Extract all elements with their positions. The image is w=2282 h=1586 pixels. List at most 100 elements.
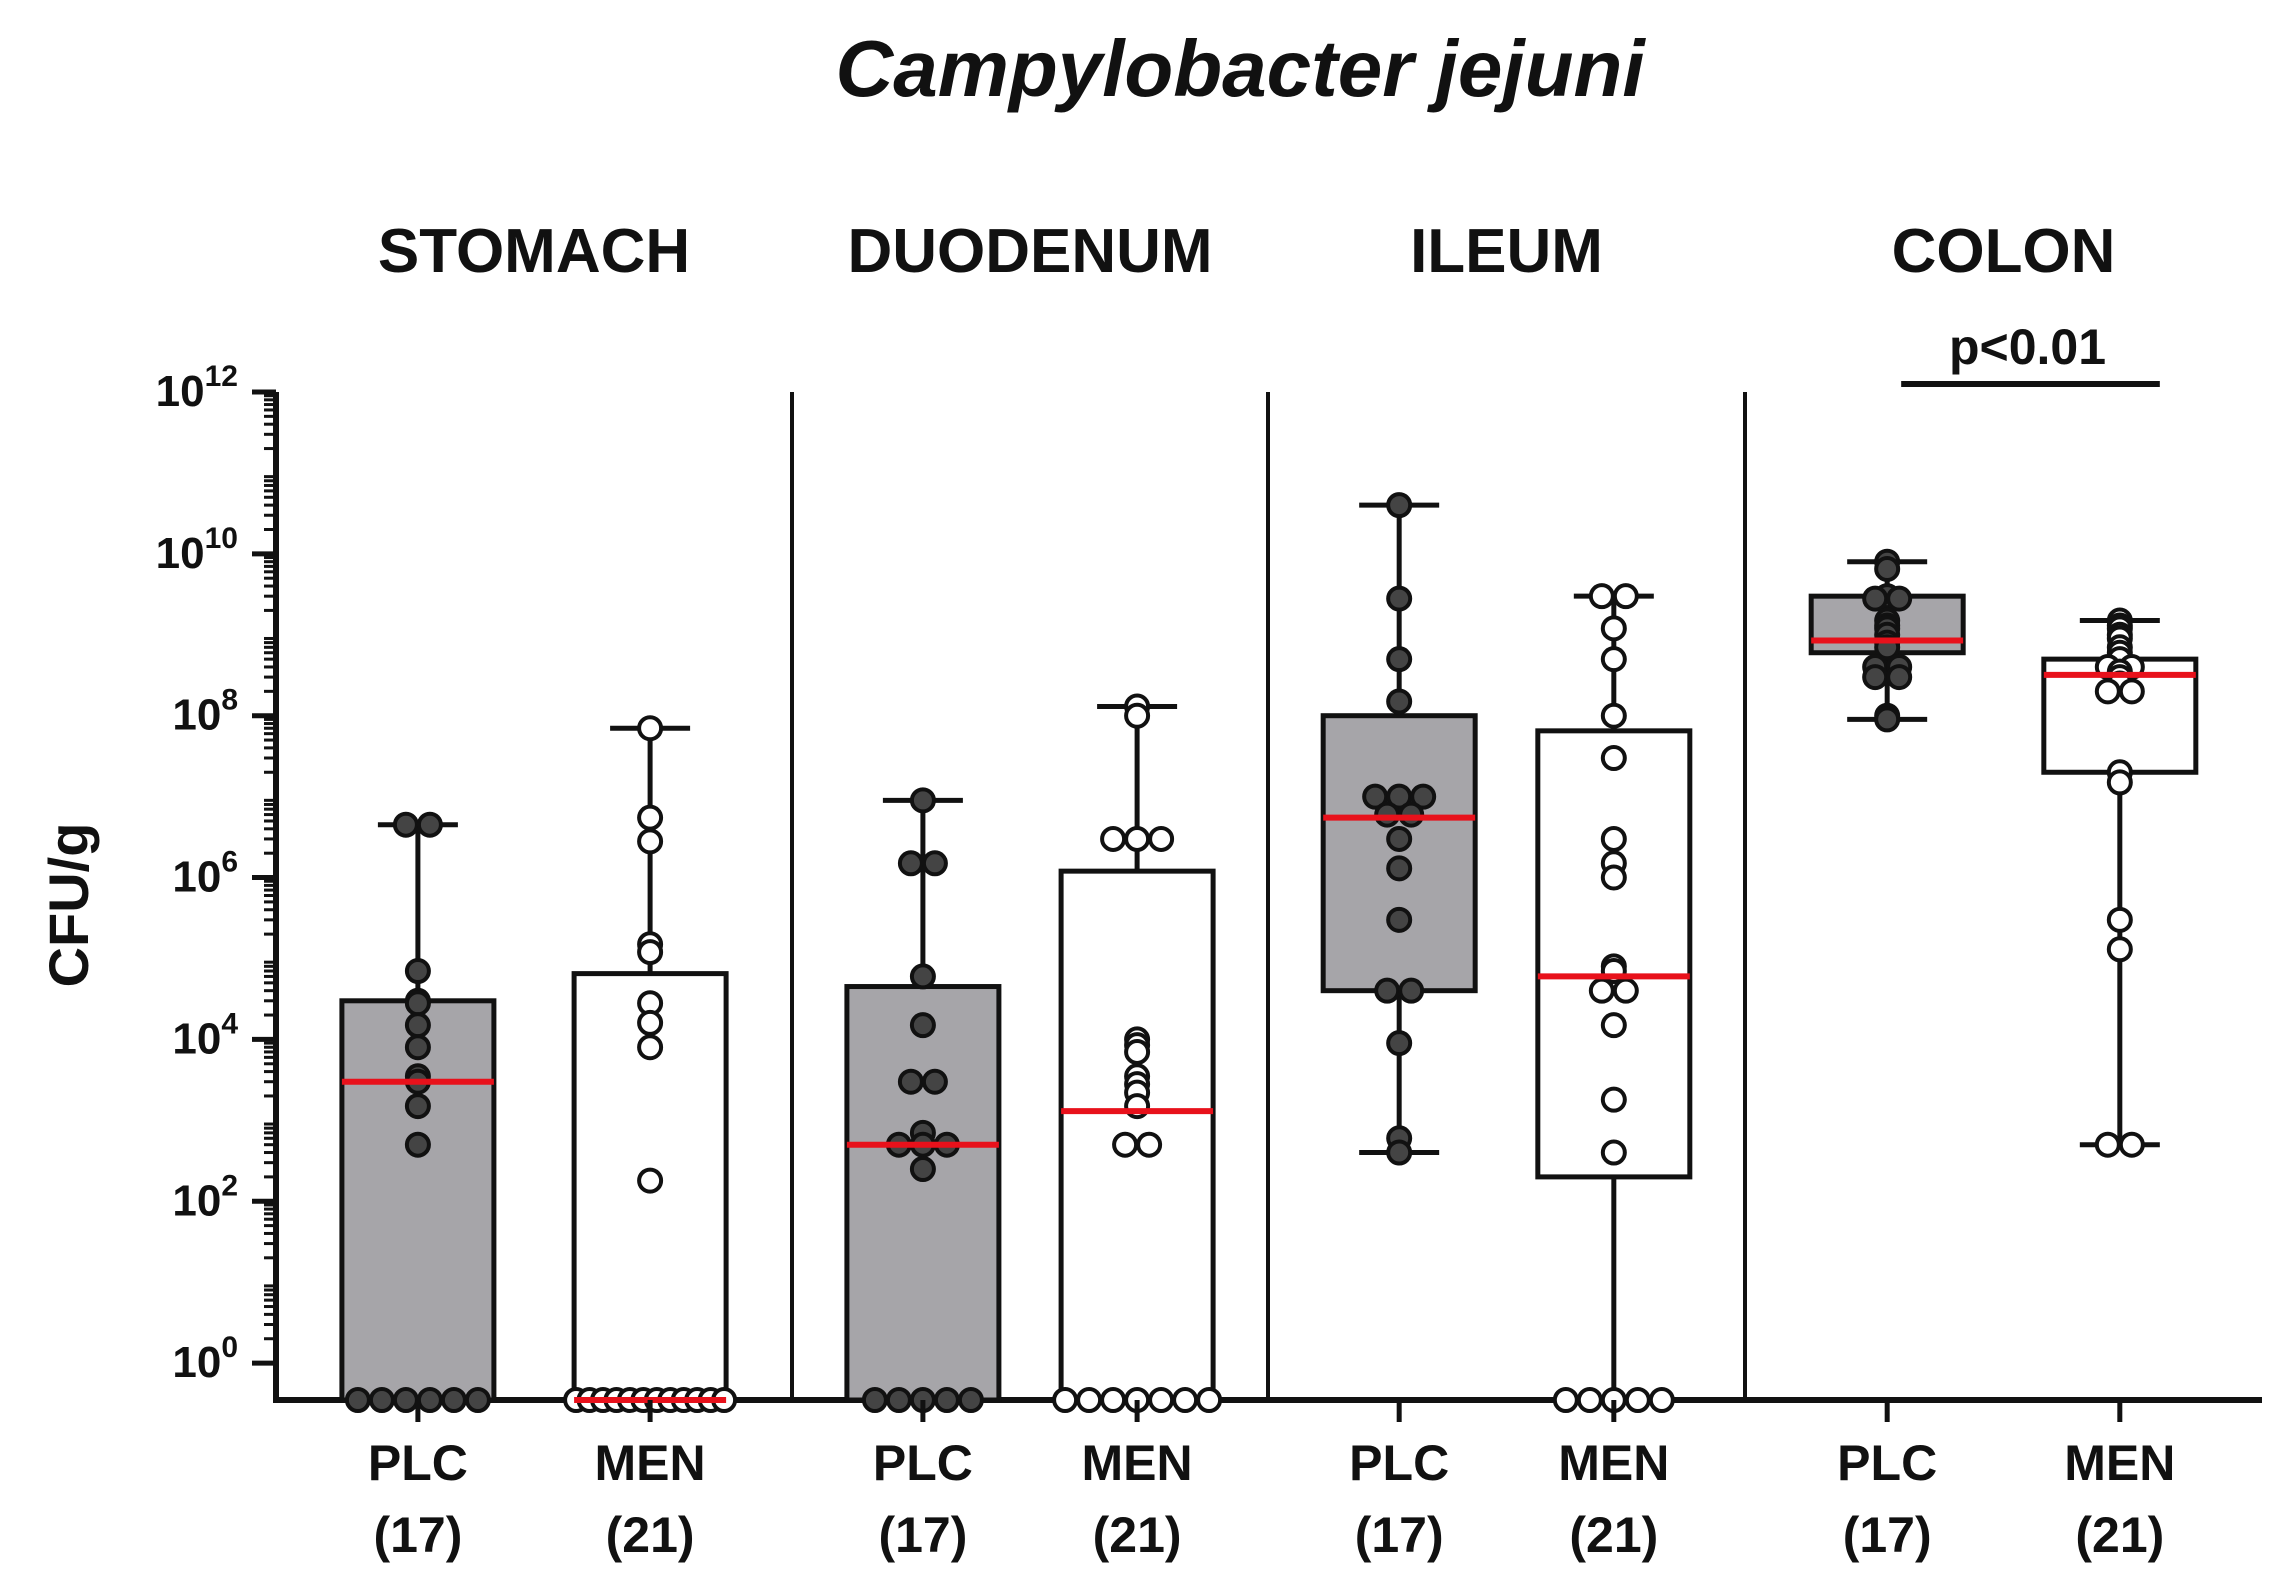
data-point xyxy=(1386,585,1413,612)
y-tick-label: 100 xyxy=(172,1331,238,1387)
data-point xyxy=(921,1068,948,1095)
panel-title: COLON xyxy=(1892,217,2116,286)
panels: STOMACHPLC(17)MEN(21)DUODENUMPLC(17)MEN(… xyxy=(339,217,2199,1563)
data-point xyxy=(1600,646,1627,673)
data-point xyxy=(392,811,419,838)
group-count: (21) xyxy=(2075,1507,2164,1563)
data-point xyxy=(1588,977,1615,1004)
data-point xyxy=(416,811,443,838)
data-point xyxy=(404,958,431,985)
panel-title: STOMACH xyxy=(378,217,690,286)
data-point xyxy=(1600,864,1627,891)
data-point xyxy=(1386,492,1413,519)
data-point xyxy=(1136,1131,1163,1158)
data-point xyxy=(1552,1387,1579,1413)
data-point xyxy=(1576,1387,1603,1413)
data-point xyxy=(897,1068,924,1095)
data-point xyxy=(1612,977,1639,1004)
panel-title: ILEUM xyxy=(1410,217,1603,286)
chart-title: Campylobacter jejuni xyxy=(835,24,1646,113)
data-point xyxy=(1196,1387,1223,1413)
group-label: PLC xyxy=(368,1435,468,1491)
data-point xyxy=(1386,825,1413,852)
y-tick-label: 106 xyxy=(172,846,238,902)
panel-duodenum: DUODENUM PLC(17) MEN(21) xyxy=(844,217,1223,1563)
data-point xyxy=(2094,1131,2121,1158)
group-plc: PLC(17) xyxy=(844,787,1002,1563)
data-point xyxy=(1100,825,1127,852)
data-point xyxy=(1386,1139,1413,1166)
data-point xyxy=(344,1387,371,1413)
significance-annotation: p<0.01 xyxy=(1901,319,2160,387)
data-point xyxy=(368,1387,395,1413)
data-point xyxy=(1374,977,1401,1004)
group-label: PLC xyxy=(873,1435,973,1491)
data-point xyxy=(957,1387,984,1413)
panel-colon: COLON PLC (17) MEN (21) p<0.01 xyxy=(1808,217,2199,1563)
data-point xyxy=(1076,1387,1103,1413)
data-point xyxy=(440,1387,467,1413)
data-point xyxy=(637,715,664,742)
data-point xyxy=(416,1387,443,1413)
data-point xyxy=(404,990,431,1017)
data-point xyxy=(1862,664,1889,691)
data-point xyxy=(392,1387,419,1413)
y-tick-label: 104 xyxy=(172,1007,238,1063)
group-plc: PLC (17) xyxy=(339,811,497,1563)
data-point xyxy=(897,850,924,877)
group-label: PLC xyxy=(1837,1435,1937,1491)
data-point xyxy=(1886,585,1913,612)
data-point xyxy=(1862,585,1889,612)
data-point xyxy=(1386,906,1413,933)
data-point xyxy=(909,1012,936,1039)
data-point xyxy=(1386,688,1413,715)
data-point xyxy=(637,939,664,966)
data-point xyxy=(1386,646,1413,673)
data-point xyxy=(885,1387,912,1413)
group-men: MEN (21) xyxy=(1535,583,1693,1563)
group-count: (21) xyxy=(1569,1507,1658,1563)
data-point xyxy=(1148,825,1175,852)
data-point xyxy=(1172,1387,1199,1413)
data-point xyxy=(404,1034,431,1061)
data-point xyxy=(1874,555,1901,582)
data-point xyxy=(1124,1038,1151,1065)
data-point xyxy=(404,1131,431,1158)
group-label: MEN xyxy=(595,1435,706,1491)
group-men: MEN (21) xyxy=(2041,607,2199,1563)
box xyxy=(339,998,497,1403)
data-point xyxy=(1600,615,1627,642)
y-tick-label: 1012 xyxy=(156,360,238,416)
data-point xyxy=(1410,783,1437,810)
group-men: MEN(21) xyxy=(1052,693,1223,1563)
data-point xyxy=(1600,745,1627,772)
box xyxy=(1058,868,1216,1403)
panel-stomach: STOMACH PLC (17) MEN(21) xyxy=(339,217,738,1563)
y-axis-label: CFU/g xyxy=(37,823,100,988)
data-point xyxy=(1148,1387,1175,1413)
data-point xyxy=(637,1167,664,1194)
data-point xyxy=(464,1387,491,1413)
data-point xyxy=(1648,1387,1675,1413)
group-count: (17) xyxy=(1843,1507,1932,1563)
box xyxy=(844,984,1002,1403)
data-point xyxy=(1386,1030,1413,1057)
panel-title: DUODENUM xyxy=(847,217,1212,286)
data-point xyxy=(2106,906,2133,933)
data-point xyxy=(2094,678,2121,705)
data-point xyxy=(861,1387,888,1413)
group-label: MEN xyxy=(2064,1435,2175,1491)
data-point xyxy=(1374,801,1401,828)
data-point xyxy=(1600,1139,1627,1166)
group-men: MEN(21) xyxy=(563,715,738,1563)
group-label: MEN xyxy=(1558,1435,1669,1491)
data-point xyxy=(1588,583,1615,610)
data-point xyxy=(1874,706,1901,733)
data-point xyxy=(909,1156,936,1183)
group-count: (17) xyxy=(373,1507,462,1563)
data-point xyxy=(1052,1387,1079,1413)
data-point xyxy=(909,963,936,990)
data-point xyxy=(2106,769,2133,796)
y-tick-label: 1010 xyxy=(156,522,238,578)
